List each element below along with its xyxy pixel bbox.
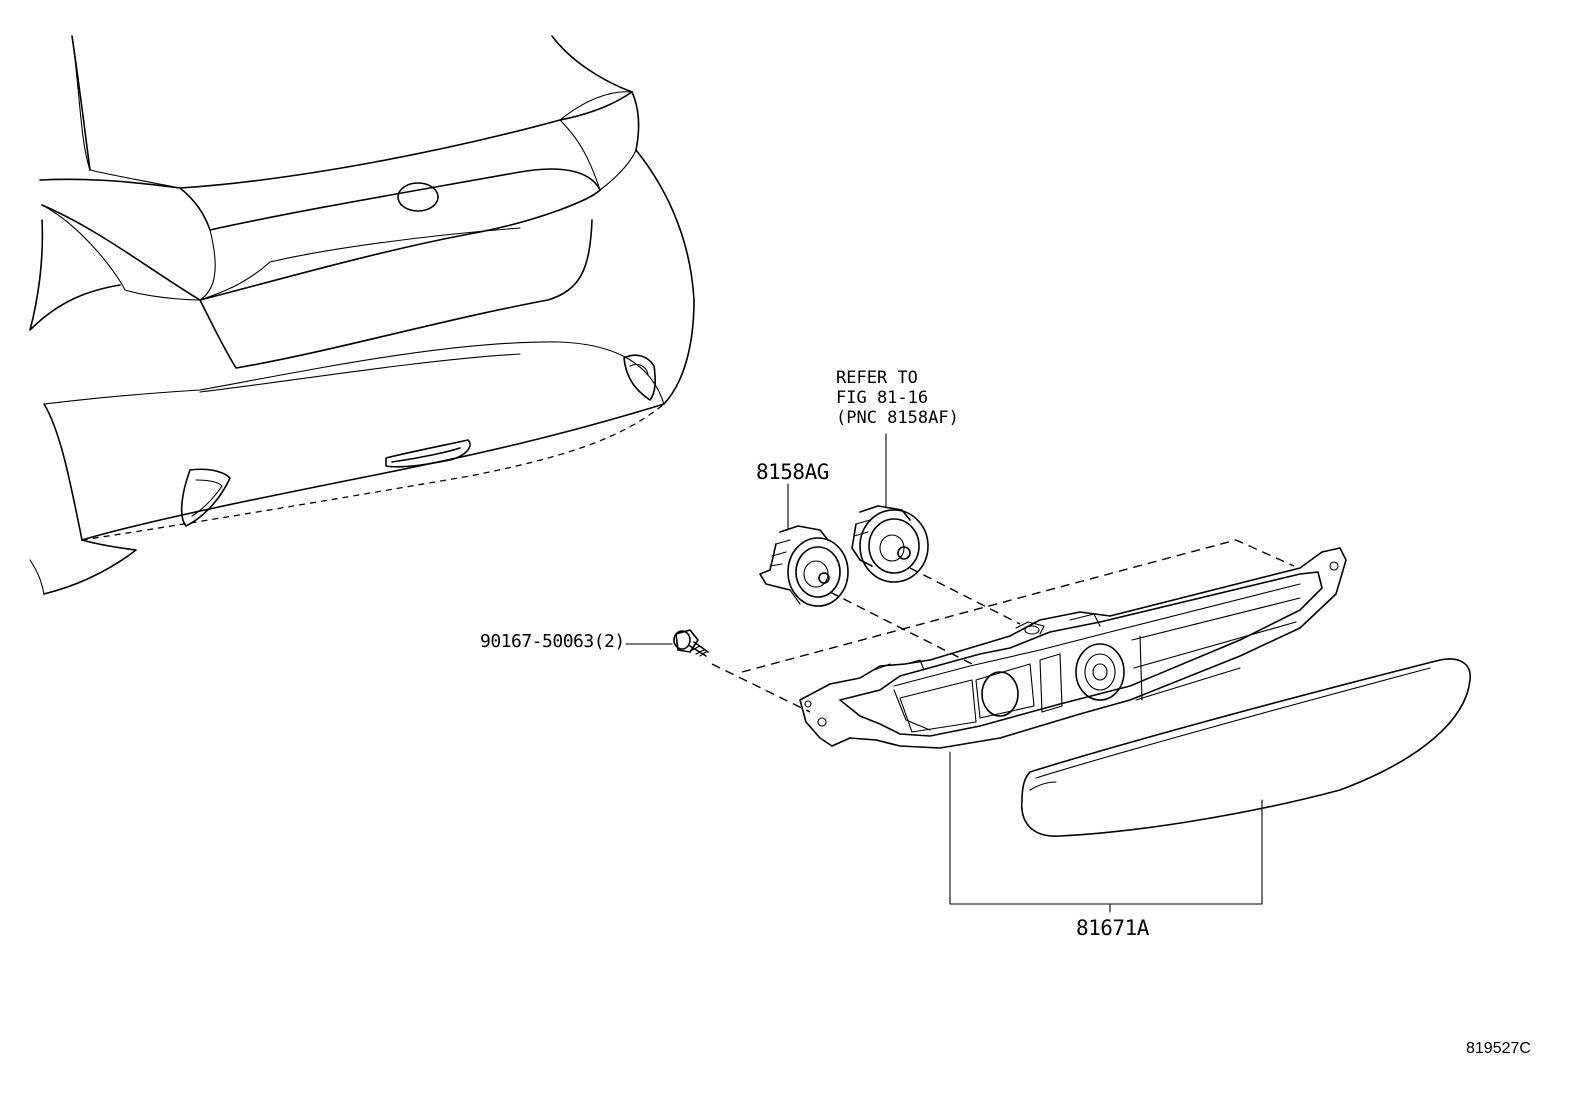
rear-fog-lamp-lens [1020,658,1471,837]
bolt-90167-50063 [673,629,709,657]
reference-note: REFER TO FIG 81-16 (PNC 8158AF) [836,368,959,428]
reference-note-line-3: (PNC 8158AF) [836,408,959,428]
figure-id: 819527C [1466,1040,1531,1057]
callout-bulb-socket: 8158AG [756,460,829,484]
bulb-socket-8158AG [759,525,849,607]
assembly-guide-lines [711,539,1295,713]
rear-fog-lamp-housing [799,547,1347,749]
reference-note-line-2: FIG 81-16 [836,388,929,408]
callout-bolt: 90167-50063(2) [480,631,625,652]
callout-leader-lines [625,433,1263,913]
reference-note-line-1: REFER TO [836,368,918,388]
bulb-socket-8158AF [851,505,929,583]
vehicle-rear-outline [29,35,695,595]
callout-lamp-assembly: 81671A [1076,916,1149,940]
